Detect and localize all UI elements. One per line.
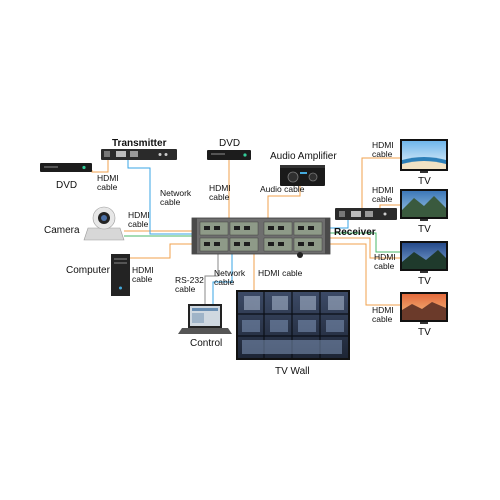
audio-amplifier-device [280,165,325,186]
dvd-player-top [207,150,251,160]
tv-2 [400,189,448,221]
tv4-label: TV [418,327,431,338]
hdmi-computer-label-l2: cable [132,274,153,284]
control-label: Control [190,338,222,349]
audio-cable-label: Audio cable [260,184,305,194]
audio-amplifier-label: Audio Amplifier [270,151,337,162]
matrix-switcher [192,218,330,258]
rs232-label-l2: cable [175,284,196,294]
transmitter-label: Transmitter [112,138,167,149]
tv2-label: TV [418,224,431,235]
camera-label: Camera [44,225,80,236]
hdmi-tv2-label-l2: cable [372,194,393,204]
receiver-device [335,208,397,220]
receiver-label: Receiver [334,227,376,238]
transmitter-device [101,149,177,160]
hdmi-tv4-label-l2: cable [372,314,393,324]
dvd-left-label: DVD [56,180,77,191]
hdmi-wall-label: HDMI cable [258,268,303,278]
computer-label: Computer [66,265,111,276]
hdmi-dvd-top-label-l2: cable [209,192,230,202]
tv-wall-label: TV Wall [275,366,310,377]
tv3-label: TV [418,276,431,287]
tv-1 [400,139,448,173]
computer-tower [111,254,130,296]
dvd-player-left [40,163,92,172]
control-laptop [178,304,232,334]
hdmi-tv1-label-l2: cable [372,149,393,159]
hdmi-dvd-left-label-l2: cable [97,182,118,192]
tv-3 [400,241,448,273]
network-tx-label-l2: cable [160,197,181,207]
tv1-label: TV [418,176,431,187]
dvd-top-label: DVD [219,138,240,149]
tv-wall-screens [236,290,350,360]
cable-computer-to-matrix [130,244,192,258]
cable-dvd-left-to-transmitter [92,160,108,172]
tv-4 [400,292,448,324]
hdmi-camera-label-l2: cable [128,219,149,229]
hdmi-tv3-label-l2: cable [374,261,395,271]
network-ctrl-label-l2: cable [214,277,235,287]
ptz-camera [84,207,124,240]
